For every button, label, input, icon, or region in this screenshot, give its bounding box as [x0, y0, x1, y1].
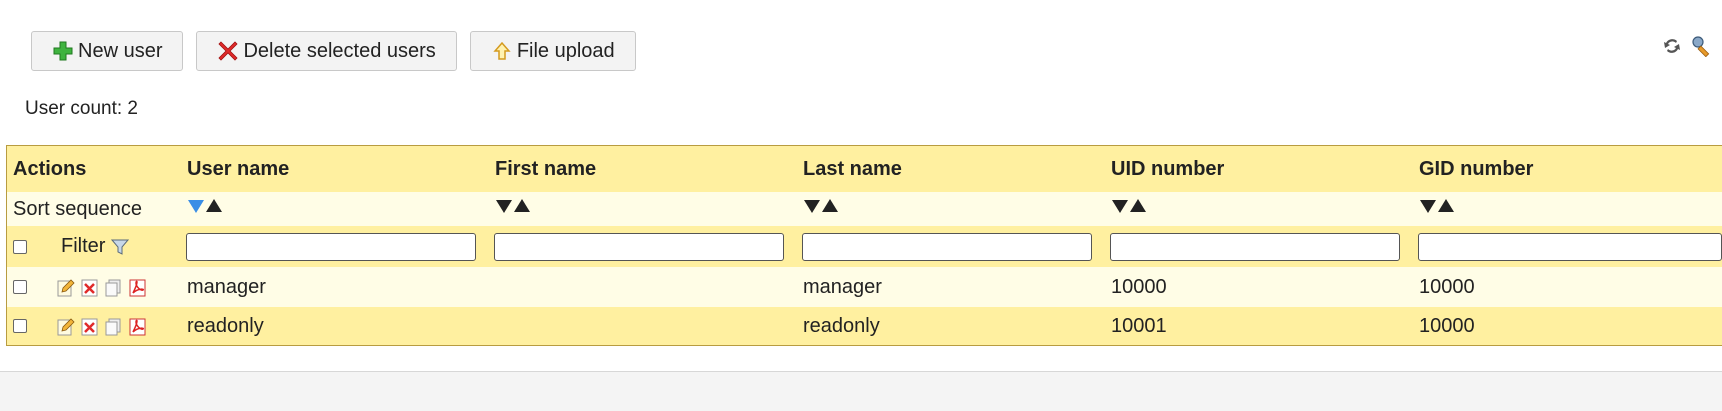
filter-last-name-input[interactable] [802, 232, 1092, 261]
header-last-name: Last name [803, 157, 902, 180]
sort-up-icon[interactable] [205, 197, 223, 215]
upload-arrow-icon [491, 40, 513, 62]
cell-first-name [489, 307, 797, 345]
funnel-icon[interactable] [110, 238, 130, 256]
edit-icon[interactable] [55, 277, 76, 298]
sort-down-icon[interactable] [495, 197, 513, 215]
header-row: Actions User name First name Last name U… [7, 146, 1722, 192]
header-gid-number: GID number [1419, 157, 1534, 180]
header-first-name: First name [495, 157, 597, 180]
user-count: User count: 2 [25, 98, 138, 119]
sort-controls-user-name [187, 197, 223, 215]
sort-controls-uid-number [1111, 197, 1147, 215]
filter-gid-number-input[interactable] [1418, 232, 1722, 261]
cell-gid-number: 10000 [1419, 275, 1475, 298]
footer-bar [0, 371, 1722, 411]
filter-uid-number-input[interactable] [1110, 232, 1400, 261]
sort-up-icon[interactable] [1129, 197, 1147, 215]
sort-down-active-icon[interactable] [187, 197, 205, 215]
table-row: manager manager 10000 10000 [7, 267, 1722, 307]
sort-up-icon[interactable] [513, 197, 531, 215]
filter-label: Filter [61, 235, 106, 258]
delete-icon[interactable] [79, 316, 100, 337]
table-row: readonly readonly 10001 10000 [7, 307, 1722, 345]
sort-controls-last-name [803, 197, 839, 215]
sort-up-icon[interactable] [1437, 197, 1455, 215]
cell-gid-number: 10000 [1419, 314, 1475, 337]
row-checkbox[interactable] [13, 280, 27, 295]
copy-icon[interactable] [103, 277, 124, 298]
row-actions [55, 277, 148, 298]
filter-user-name-input[interactable] [186, 232, 476, 261]
delete-selected-users-button[interactable]: Delete selected users [196, 31, 457, 71]
cell-last-name: readonly [803, 314, 880, 337]
red-x-icon [217, 40, 239, 62]
delete-icon[interactable] [79, 277, 100, 298]
cell-uid-number: 10000 [1111, 275, 1167, 298]
cell-first-name [489, 267, 797, 307]
header-user-name: User name [187, 157, 290, 180]
copy-icon[interactable] [103, 316, 124, 337]
sort-row: Sort sequence [7, 192, 1722, 226]
row-actions [55, 316, 148, 337]
file-upload-button[interactable]: File upload [469, 31, 636, 71]
sort-up-icon[interactable] [821, 197, 839, 215]
filter-row: Filter [7, 226, 1722, 267]
new-user-button[interactable]: New user [31, 31, 184, 71]
delete-selected-users-label: Delete selected users [243, 39, 436, 62]
new-user-label: New user [78, 39, 163, 62]
header-uid-number: UID number [1111, 157, 1225, 180]
cell-uid-number: 10001 [1111, 314, 1167, 337]
refresh-icon[interactable] [1660, 34, 1684, 58]
cell-user-name[interactable]: manager [187, 275, 266, 298]
sort-controls-gid-number [1419, 197, 1455, 215]
edit-icon[interactable] [55, 316, 76, 337]
pdf-icon[interactable] [127, 277, 148, 298]
plus-icon [52, 40, 74, 62]
sort-sequence-label: Sort sequence [13, 197, 142, 220]
select-all-checkbox[interactable] [13, 239, 27, 254]
sort-down-icon[interactable] [1419, 197, 1437, 215]
sort-controls-first-name [495, 197, 531, 215]
cell-user-name[interactable]: readonly [187, 314, 264, 337]
pdf-icon[interactable] [127, 316, 148, 337]
header-actions: Actions [13, 157, 87, 180]
wrench-icon[interactable] [1690, 34, 1714, 58]
top-right-tools [1660, 34, 1714, 58]
row-checkbox[interactable] [13, 319, 27, 334]
file-upload-label: File upload [516, 39, 615, 62]
sort-down-icon[interactable] [1111, 197, 1129, 215]
filter-first-name-input[interactable] [494, 232, 784, 261]
toolbar: New user Delete selected users File uplo… [31, 31, 636, 71]
cell-last-name: manager [803, 275, 882, 298]
user-table: Actions User name First name Last name U… [6, 145, 1722, 346]
sort-down-icon[interactable] [803, 197, 821, 215]
